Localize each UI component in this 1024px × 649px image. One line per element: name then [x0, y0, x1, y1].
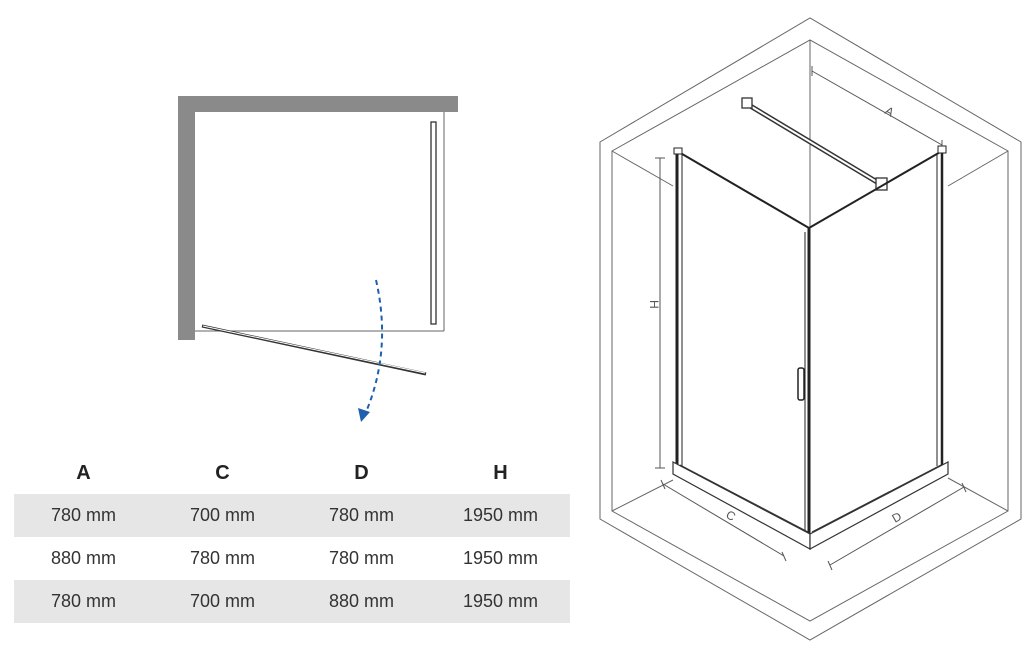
- swing-arrow-head: [358, 408, 370, 422]
- dimensions-table: A C D H 780 mm 700 mm 780 mm 1950 mm 880…: [14, 452, 570, 623]
- header-d: D: [354, 461, 369, 484]
- cell-d: 780 mm: [328, 505, 395, 525]
- cell-h: 1950 mm: [462, 548, 539, 568]
- cell-h: 1950 mm: [462, 591, 539, 611]
- table-row: 780 mm 700 mm 780 mm 1950 mm: [14, 494, 570, 537]
- cell-c: 700 mm: [189, 591, 256, 611]
- header-c: C: [215, 461, 230, 484]
- cell-h: 1950 mm: [462, 505, 539, 525]
- dimension-c-line: [662, 483, 785, 557]
- table-row: 880 mm 780 mm 780 mm 1950 mm: [14, 537, 570, 580]
- dimension-d-line: [829, 486, 965, 566]
- cell-c: 700 mm: [189, 505, 256, 525]
- cell-a: 780 mm: [50, 505, 117, 525]
- floor-right-wall-line: [947, 477, 1009, 512]
- plan-fixed-side-panel: [430, 121, 437, 325]
- shower-tray-right-face: [809, 461, 949, 551]
- dimension-h-label: H: [647, 300, 661, 309]
- cell-a: 780 mm: [50, 591, 117, 611]
- plan-top-wall: [178, 96, 458, 112]
- cell-d: 880 mm: [328, 591, 395, 611]
- stabilizer-bar: [741, 97, 888, 191]
- header-h: H: [493, 461, 508, 484]
- cell-a: 880 mm: [50, 548, 117, 568]
- plan-view-diagram: [178, 96, 458, 422]
- cell-d: 780 mm: [328, 548, 395, 568]
- room-outline-outer: [599, 17, 1022, 641]
- table-header-row: A C D H: [14, 452, 570, 494]
- plan-left-wall: [178, 96, 195, 340]
- shower-tray-left-face: [672, 461, 811, 551]
- cell-c: 780 mm: [189, 548, 256, 568]
- dimension-a-line: [811, 70, 943, 146]
- table-row: 780 mm 700 mm 880 mm 1950 mm: [14, 580, 570, 623]
- door-handle: [797, 367, 805, 401]
- swing-arrow: [365, 279, 384, 413]
- dimension-a-label: A: [883, 103, 897, 119]
- header-a: A: [76, 461, 91, 484]
